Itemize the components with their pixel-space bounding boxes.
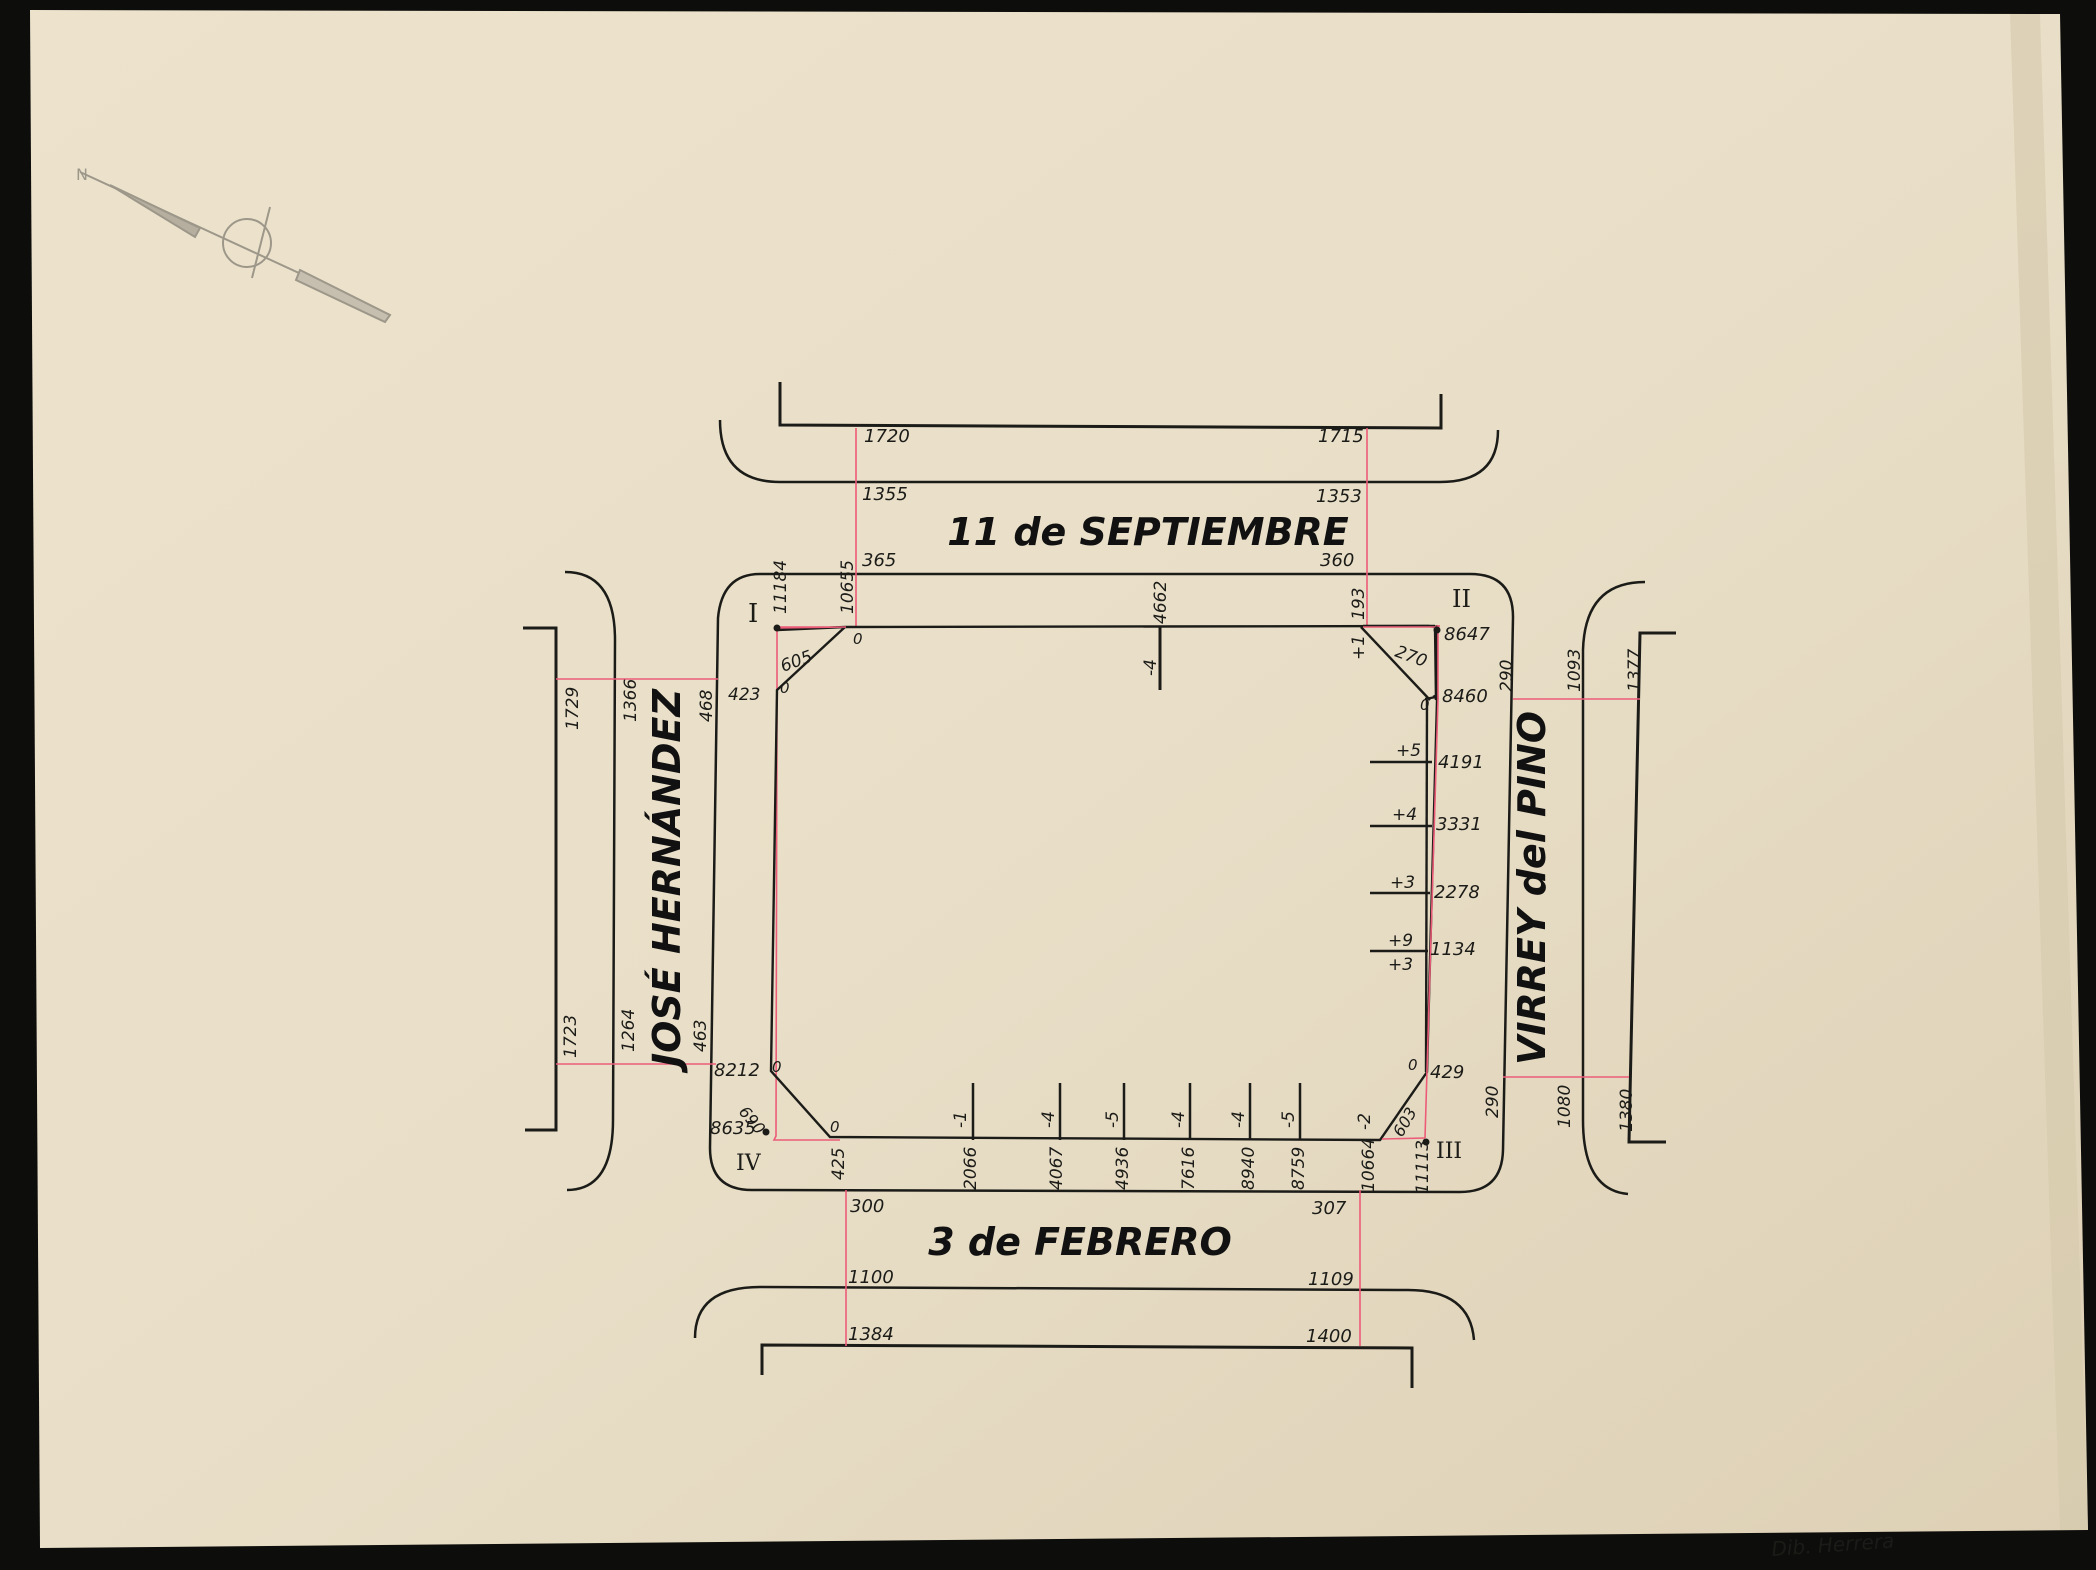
east-tick-4-mark2: +3: [1388, 955, 1413, 975]
north-level-right-mid: 1353: [1316, 486, 1362, 507]
south-tick-1-value: 2066: [961, 1147, 981, 1190]
east-level-top-mid: 1093: [1565, 649, 1585, 692]
south-tick-5-value: 8940: [1239, 1147, 1259, 1190]
east-tick-3-mark: +3: [1390, 873, 1415, 893]
south-tick-4-value: 7616: [1179, 1147, 1199, 1190]
north-mid-value: 4662: [1151, 581, 1171, 624]
south-level-right-outer: 1400: [1306, 1326, 1352, 1347]
west-level-bottom-mid: 1264: [619, 1009, 639, 1052]
corner-label-nw: I: [748, 599, 758, 629]
ne-top-value: 8647: [1444, 624, 1490, 645]
north-arrow-icon: N: [76, 165, 392, 324]
street-name-north: 11 de SEPTIEMBRE: [947, 510, 1349, 554]
south-tick-3-value: 4936: [1113, 1147, 1133, 1190]
west-level-bottom-inner: 463: [691, 1020, 711, 1052]
street-outlines: [523, 382, 1676, 1388]
sw-side-value: 8212: [714, 1060, 760, 1081]
red-lot-frame: [776, 626, 1439, 1140]
nw-zero-b: 0: [780, 679, 790, 697]
east-tick-4-mark: +9: [1388, 931, 1413, 951]
lot-chamfers: [1363, 624, 1438, 701]
ne-vertical-value: 193: [1349, 588, 1369, 620]
east-level-top-inner: 290: [1497, 660, 1517, 692]
north-level-left-inner: 365: [862, 550, 896, 571]
corner-label-ne: II: [1452, 585, 1471, 613]
south-tick-6-mark: -5: [1279, 1111, 1299, 1128]
east-tick-2-value: 3331: [1436, 814, 1482, 835]
sw-bottom-value: 425: [829, 1148, 849, 1180]
north-mid-mark: -4: [1141, 659, 1161, 676]
nw-zero-a: 0: [853, 630, 863, 648]
ne-zero: 0: [1420, 696, 1430, 714]
sw-zero-a: 0: [772, 1058, 782, 1076]
south-tick-6-value: 8759: [1289, 1147, 1309, 1190]
east-tick-1-value: 4191: [1438, 752, 1484, 773]
north-level-left-mid: 1355: [862, 484, 908, 505]
east-tick-3-value: 2278: [1434, 882, 1480, 903]
nw-side-value: 423: [728, 685, 760, 705]
east-level-bottom-outer: 1380: [1617, 1089, 1637, 1132]
ne-side-value: 8460: [1442, 686, 1488, 707]
se-bottom-right-value: 11113: [1413, 1140, 1433, 1194]
east-level-bottom-inner: 290: [1483, 1086, 1503, 1118]
north-level-right-inner: 360: [1320, 550, 1354, 571]
north-level-right-outer: 1715: [1318, 426, 1364, 447]
south-tick-2-value: 4067: [1047, 1147, 1067, 1190]
paper-sheet: [30, 10, 2088, 1548]
nw-top-value: 10655: [838, 560, 858, 614]
north-level-left-outer: 1720: [864, 426, 910, 447]
west-level-top-outer: 1729: [563, 687, 583, 730]
svg-text:N: N: [76, 165, 88, 184]
corner-label-se: III: [1436, 1139, 1462, 1164]
south-level-left-inner: 300: [850, 1196, 884, 1217]
east-level-bottom-mid: 1080: [1555, 1085, 1575, 1128]
east-tick-1-mark: +5: [1396, 741, 1421, 761]
south-tick-lines: [971, 1083, 1302, 1140]
se-side-value: 429: [1430, 1062, 1464, 1083]
street-name-east: VIRREY del PINO: [1510, 711, 1554, 1065]
corner-label-sw: IV: [736, 1151, 762, 1176]
south-level-right-inner: 307: [1312, 1198, 1347, 1219]
se-bottom-left-value: 10664: [1359, 1138, 1379, 1192]
south-level-right-mid: 1109: [1308, 1269, 1354, 1290]
east-tick-4-value: 1134: [1430, 939, 1476, 960]
south-tick-4-mark: -4: [1169, 1111, 1189, 1128]
street-name-west: JOSÉ HERNÁNDEZ: [645, 688, 689, 1075]
south-tick-1-mark: -1: [951, 1111, 971, 1128]
west-level-bottom-outer: 1723: [561, 1015, 581, 1058]
south-tick-2-mark: -4: [1039, 1111, 1059, 1128]
corner-points: [762, 624, 1441, 1146]
east-tick-2-mark: +4: [1392, 805, 1417, 825]
se-zero: 0: [1408, 1056, 1418, 1074]
south-tick-5-mark: -4: [1229, 1111, 1249, 1128]
ne-mark: +1: [1349, 635, 1369, 660]
se-mark: -2: [1355, 1113, 1375, 1130]
east-tick-lines: [1370, 760, 1432, 953]
west-level-top-inner: 468: [697, 689, 717, 722]
sw-zero-b: 0: [830, 1118, 840, 1136]
draftsman-signature: Dib. Herrera: [1771, 1528, 1895, 1561]
east-level-top-outer: 1377: [1625, 649, 1645, 692]
sw-corner-value: 8635: [710, 1118, 756, 1139]
south-tick-3-mark: -5: [1103, 1111, 1123, 1128]
street-name-south: 3 de FEBRERO: [928, 1220, 1232, 1264]
west-level-top-mid: 1366: [621, 679, 641, 722]
south-level-left-mid: 1100: [848, 1267, 894, 1288]
south-level-left-outer: 1384: [848, 1324, 894, 1345]
nw-vertical-value: 11184: [771, 560, 791, 614]
